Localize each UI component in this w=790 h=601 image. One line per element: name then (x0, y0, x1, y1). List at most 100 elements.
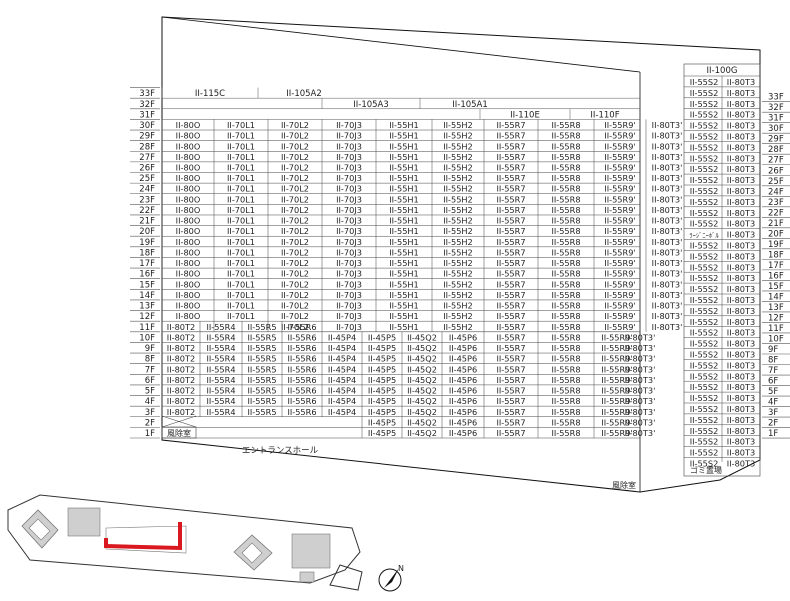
floor-label-left-32F: 32F (139, 100, 155, 110)
unit-plan-cell: II-55R8 (551, 343, 580, 353)
unit-plan-cell: II-55R7 (496, 386, 525, 396)
unit-plan-cell: II-55H1 (389, 173, 419, 183)
unit-plan-cell: II-45Q2 (407, 332, 437, 342)
unit-plan-cell: II-55R8 (551, 205, 580, 215)
unit-plan-cell: II-70L2 (281, 237, 309, 247)
unit-plan-cell: II-80T3' (625, 386, 656, 396)
unit-plan-cell: II-55H2 (443, 131, 473, 141)
unit-plan-cell: II-55R8 (551, 375, 580, 385)
unit-plan-cell: II-55R7 (496, 290, 525, 300)
unit-plan-cell: II-55R8 (551, 322, 580, 332)
unit-plan-cell: II-55R6 (287, 332, 316, 342)
header-plan-label: II-105A2 (286, 89, 322, 99)
unit-plan-cell: II-55R8 (551, 226, 580, 236)
side-plan-cell: II-80T3 (727, 426, 755, 436)
unit-plan-cell: II-80O (176, 131, 201, 141)
unit-plan-cell: II-45Q2 (407, 417, 437, 427)
unit-plan-cell: II-70L2 (281, 141, 309, 151)
unit-plan-cell: II-55R9' (604, 311, 635, 321)
unit-plan-cell: II-70L1 (227, 120, 255, 130)
unit-plan-cell: II-55H2 (443, 269, 473, 279)
unit-plan-cell: II-55R9' (601, 364, 632, 374)
unit-plan-cell: II-80O (176, 205, 201, 215)
side-plan-cell: II-80T3 (727, 328, 755, 338)
floor-label-right-18F: 18F (768, 250, 784, 260)
unit-plan-cell: II-55R6 (287, 375, 316, 385)
unit-plan-cell: II-55H2 (443, 301, 473, 311)
side-plan-cell: II-55S2 (690, 153, 719, 163)
unit-plan-cell: II-45Q2 (407, 343, 437, 353)
unit-plan-cell: II-55R9' (604, 120, 635, 130)
floor-label-right-25F: 25F (768, 177, 784, 187)
side-plan-cell: II-55S2 (690, 132, 719, 142)
floor-label-right-13F: 13F (768, 303, 784, 313)
header-plan-label: II-105A1 (452, 100, 488, 110)
unit-plan-cell: II-55H1 (389, 279, 419, 289)
side-wing-box (683, 63, 761, 477)
unit-plan-cell: II-55R6 (287, 386, 316, 396)
unit-plan-cell: II-70L1 (227, 131, 255, 141)
side-plan-cell: II-55S2 (690, 371, 719, 381)
unit-plan-cell: II-55R8 (551, 120, 580, 130)
side-plan-cell: II-55S2 (690, 393, 719, 403)
unit-plan-cell: II-55H1 (389, 290, 419, 300)
unit-plan-cell: II-55R5 (247, 322, 276, 332)
floor-label-left-24F: 24F (139, 185, 155, 195)
site-outline (7, 494, 361, 584)
unit-plan-cell: II-80T2 (167, 407, 195, 417)
unit-plan-cell: II-70J3 (336, 120, 362, 130)
unit-plan-cell: II-55R5 (247, 364, 276, 374)
side-plan-cell: II-55S2 (690, 328, 719, 338)
floor-label-right-32F: 32F (768, 103, 784, 113)
unit-plan-cell: II-55R5 (247, 332, 276, 342)
side-plan-cell: II-80T3 (727, 77, 755, 87)
side-plan-cell: II-55S2 (690, 360, 719, 370)
unit-plan-cell: II-55H1 (389, 269, 419, 279)
unit-plan-cell: II-70L2 (281, 258, 309, 268)
floor-label-right-11F: 11F (768, 324, 784, 334)
unit-plan-cell: II-70L1 (227, 311, 255, 321)
unit-plan-cell: II-55R7 (496, 364, 525, 374)
unit-plan-cell: II-55R7 (496, 396, 525, 406)
side-plan-cell: II-55S2 (690, 99, 719, 109)
unit-plan-cell: II-55H2 (443, 173, 473, 183)
unit-plan-cell: II-70L1 (227, 141, 255, 151)
unit-plan-cell: II-80T3' (625, 407, 656, 417)
unit-plan-cell: II-70L1 (227, 173, 255, 183)
unit-plan-cell: II-55R6 (287, 364, 316, 374)
unit-plan-cell: II-80T2 (167, 396, 195, 406)
side-plan-cell: II-80T3 (727, 382, 755, 392)
floor-label-left-12F: 12F (139, 312, 155, 322)
unit-plan-cell: II-55H1 (389, 311, 419, 321)
unit-plan-cell: II-45P4 (328, 332, 356, 342)
unit-plan-cell: II-55R8 (551, 194, 580, 204)
unit-plan-cell: II-55R8 (551, 396, 580, 406)
floor-label-left-6F: 6F (145, 376, 155, 386)
unit-plan-cell: II-70L1 (227, 301, 255, 311)
unit-plan-cell: II-80T3' (652, 194, 683, 204)
side-plan-cell: II-80T3 (727, 273, 755, 283)
unit-plan-cell: II-55R9' (604, 237, 635, 247)
unit-plan-cell: II-80T3' (652, 311, 683, 321)
floor-label-left-22F: 22F (139, 206, 155, 216)
unit-plan-cell: II-55R9' (601, 386, 632, 396)
side-plan-cell: II-55S2 (690, 175, 719, 185)
unit-plan-cell: II-55R8 (551, 131, 580, 141)
unit-plan-cell: II-55H1 (389, 205, 419, 215)
side-plan-cell: II-80T3 (727, 99, 755, 109)
unit-plan-cell: II-55R9' (601, 428, 632, 438)
unit-plan-cell: II-55R9' (601, 396, 632, 406)
side-plan-cell: II-80T3 (727, 197, 755, 207)
unit-plan-cell: II-55R8 (551, 354, 580, 364)
unit-plan-cell: II-45P6 (449, 332, 477, 342)
side-plan-cell: II-80T3 (727, 121, 755, 131)
unit-plan-cell: II-70L2 (281, 226, 309, 236)
unit-plan-cell: II-55R4 (206, 343, 235, 353)
unit-plan-cell: II-55H2 (443, 247, 473, 257)
unit-plan-cell: II-55H2 (443, 141, 473, 151)
unit-plan-cell: II-55H1 (389, 258, 419, 268)
unit-plan-cell: II-55R8 (551, 258, 580, 268)
unit-plan-cell: II-80T3' (652, 279, 683, 289)
